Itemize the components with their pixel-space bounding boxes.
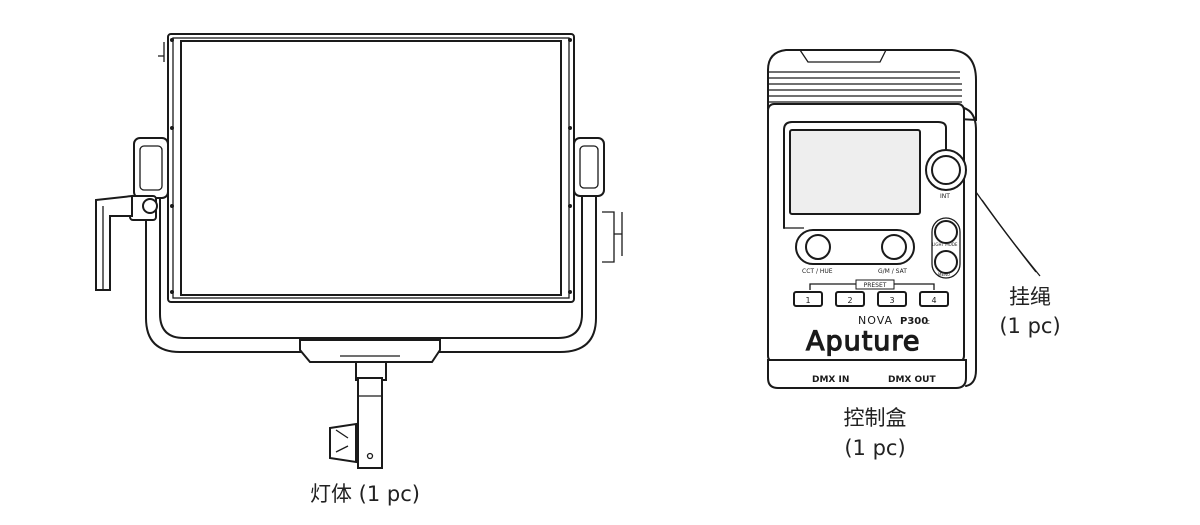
- tilt-lock-handle: [95, 194, 133, 291]
- control-box-caption-qty: (1 pc): [844, 436, 906, 460]
- control-box-illustration: DMX IN DMX OUT INT LIGHT MODE MENU CCT /…: [767, 49, 1041, 389]
- int-label: INT: [940, 193, 950, 200]
- light-body-caption: 灯体 (1 pc): [310, 482, 420, 506]
- preset-button-1: [793, 291, 823, 307]
- preset-button-4: [919, 291, 949, 307]
- preset-label: PRESET: [864, 282, 887, 289]
- menu-label: MENU: [938, 272, 950, 277]
- light-mode-label: LIGHT MODE: [932, 242, 958, 247]
- gm-sat-label: G/M / SAT: [878, 268, 907, 275]
- model-suffix-text: c: [926, 318, 930, 326]
- gm-sat-knob: [881, 234, 907, 260]
- lcd-screen: [789, 129, 921, 215]
- model-nova-text: NOVA: [858, 314, 893, 327]
- preset-button-4-label: 4: [931, 296, 936, 305]
- preset-button-3-label: 3: [889, 296, 894, 305]
- lanyard-caption-qty: (1 pc): [999, 314, 1061, 338]
- preset-button-2-label: 2: [847, 296, 852, 305]
- spigot: [357, 377, 383, 469]
- brand-logo-text: Aputure: [806, 326, 921, 357]
- left-yoke-knob: [133, 137, 169, 199]
- light-panel-illustration: [95, 33, 623, 469]
- preset-button-3: [877, 291, 907, 307]
- dmx-in-label: DMX IN: [812, 375, 849, 385]
- preset-button-group: 1 2 3 4: [793, 291, 949, 307]
- control-box-caption-name: 控制盒: [843, 406, 907, 430]
- lanyard-caption-name: 挂绳: [1009, 285, 1051, 309]
- right-yoke-knob: [573, 137, 605, 197]
- preset-button-1-label: 1: [805, 296, 810, 305]
- panel-diffuser: [180, 40, 562, 296]
- cct-hue-knob: [805, 234, 831, 260]
- light-mode-button: [934, 220, 958, 244]
- cct-hue-label: CCT / HUE: [802, 268, 833, 275]
- lock-knob: [329, 422, 357, 464]
- menu-button: [934, 250, 958, 274]
- dmx-out-label: DMX OUT: [888, 375, 936, 385]
- preset-button-2: [835, 291, 865, 307]
- yoke-base-plate: [299, 339, 441, 363]
- model-number-text: P300: [900, 316, 928, 327]
